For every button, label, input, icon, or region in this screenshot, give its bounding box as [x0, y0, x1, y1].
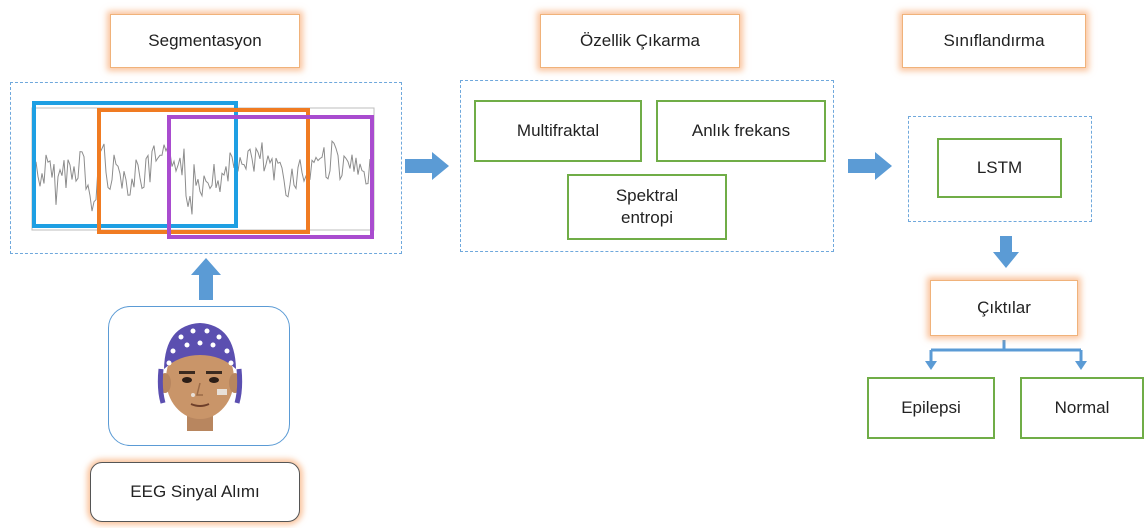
subject-frame	[108, 306, 290, 446]
arrow-to-classifier	[848, 152, 892, 180]
arrow-to-normal	[1075, 361, 1087, 370]
eeg-signal-plot	[31, 101, 375, 239]
feature-extraction-panel	[460, 80, 834, 252]
segment-window-2	[97, 108, 310, 234]
segmentation-header-label: Segmentasyon	[148, 31, 262, 50]
class-normal-label: Normal	[1054, 397, 1110, 417]
arrow-to-epilepsy	[925, 361, 937, 370]
feature-multifractal: Multifraktal	[474, 100, 642, 162]
feature-extraction-header: Özellik Çıkarma	[540, 14, 740, 68]
class-epilepsy-label: Epilepsi	[901, 397, 961, 417]
lstm-box: LSTM	[937, 138, 1062, 198]
segmentation-header: Segmentasyon	[110, 14, 300, 68]
class-normal: Normal	[1020, 377, 1144, 439]
acquisition-label: EEG Sinyal Alımı	[130, 482, 260, 501]
segment-window-3	[167, 115, 374, 239]
arrow-up-to-segmentation	[191, 258, 221, 300]
segmentation-panel	[10, 82, 402, 254]
feature-instant-frequency: Anlık frekans	[656, 100, 826, 162]
branch-connector	[929, 340, 1083, 362]
feature-spectral-entropy: Spektral entropi	[567, 174, 727, 240]
feature-spectral-entropy-label: Spektral entropi	[615, 185, 679, 227]
eeg-cap-person-icon	[157, 323, 243, 431]
outputs-box: Çıktılar	[930, 280, 1078, 336]
outputs-label: Çıktılar	[977, 298, 1031, 317]
class-epilepsy: Epilepsi	[867, 377, 995, 439]
feature-extraction-header-label: Özellik Çıkarma	[580, 31, 700, 50]
classification-header-label: Sınıflandırma	[943, 31, 1045, 50]
arrow-down-to-outputs	[993, 236, 1019, 268]
arrow-to-features	[405, 152, 449, 180]
feature-multifractal-label: Multifraktal	[516, 120, 600, 140]
segment-window-1	[32, 101, 238, 228]
lstm-label: LSTM	[976, 157, 1023, 177]
acquisition-box: EEG Sinyal Alımı	[90, 462, 300, 522]
classifier-panel	[908, 116, 1092, 222]
feature-instant-frequency-label: Anlık frekans	[691, 120, 791, 140]
eeg-waveform	[33, 140, 373, 215]
classification-header: Sınıflandırma	[902, 14, 1086, 68]
